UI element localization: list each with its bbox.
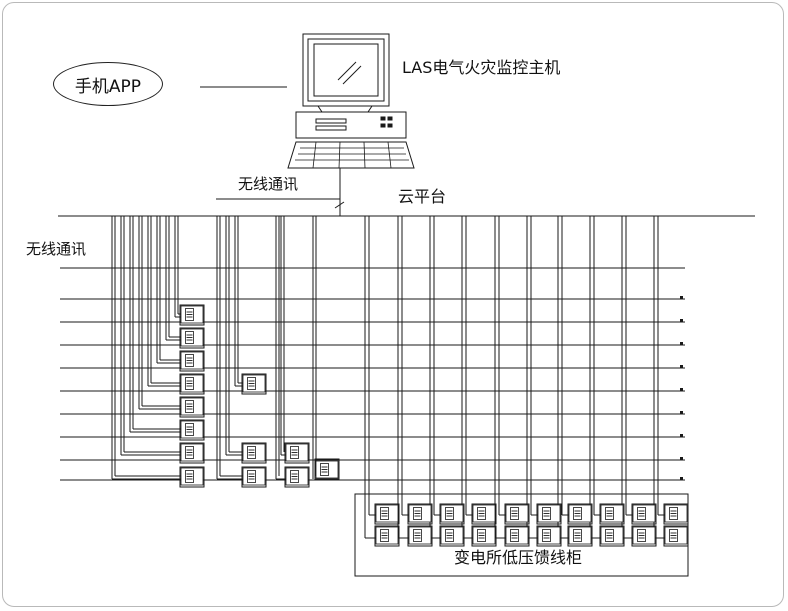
monitor-module-icon <box>664 504 688 523</box>
monitor-module-icon <box>242 374 266 393</box>
monitor-module-icon <box>408 526 432 545</box>
monitor-module-icon <box>180 328 204 347</box>
monitor-module-icon <box>664 526 688 545</box>
monitor-module-icon <box>375 504 399 523</box>
module-frame <box>179 442 205 464</box>
bus-end-dot <box>680 296 683 299</box>
monitor-module-icon <box>180 351 204 370</box>
monitor-module-icon <box>472 504 496 523</box>
monitor-module-icon <box>440 526 464 545</box>
monitor-module-icon <box>242 467 266 486</box>
module-frame <box>536 525 562 547</box>
cloud-platform-label: 云平台 <box>398 187 447 206</box>
host-label: LAS电气火灾监控主机 <box>402 58 561 77</box>
monitor-module-icon <box>375 526 399 545</box>
module-frame <box>439 525 465 547</box>
module-frame <box>567 525 593 547</box>
module-frame <box>407 525 433 547</box>
monitor-module-icon <box>315 460 339 479</box>
wireless-label-top: 无线通讯 <box>238 175 299 193</box>
module-frame <box>536 503 562 525</box>
module-frame <box>284 442 310 464</box>
module-frame <box>439 503 465 525</box>
module-frame <box>504 503 530 525</box>
monitor-module-icon <box>537 526 561 545</box>
monitor-module-icon <box>285 443 309 462</box>
monitor-module-icon <box>180 305 204 324</box>
monitor-module-icon <box>568 504 592 523</box>
monitor-module-icon <box>537 504 561 523</box>
module-frame <box>241 466 267 488</box>
cabinet-label: 变电所低压馈线柜 <box>454 548 583 567</box>
module-frame <box>179 350 205 372</box>
module-frame <box>504 525 530 547</box>
bus-end-dot <box>680 411 683 414</box>
module-frame <box>179 396 205 418</box>
monitor-module-icon <box>242 443 266 462</box>
computer-icon <box>287 33 415 169</box>
monitor-module-icon <box>180 467 204 486</box>
module-frame <box>374 503 400 525</box>
wiring <box>58 86 755 577</box>
monitor-module-icon <box>600 526 624 545</box>
monitor-module-icon <box>568 526 592 545</box>
monitor-module-icon <box>180 420 204 439</box>
bus-end-dot <box>680 434 683 437</box>
module-frame <box>179 373 205 395</box>
module-frame <box>663 503 689 525</box>
module-frame <box>663 525 689 547</box>
monitor-module-icon <box>632 504 656 523</box>
module-frame <box>179 327 205 349</box>
wireless-label-left: 无线通讯 <box>26 240 87 258</box>
module-frame <box>179 304 205 326</box>
module-frame <box>374 525 400 547</box>
module-frame <box>631 503 657 525</box>
monitor-module-icon <box>472 526 496 545</box>
bus-end-dot <box>680 388 683 391</box>
module-frame <box>241 442 267 464</box>
bus-end-dot <box>680 319 683 322</box>
monitor-module-icon <box>440 504 464 523</box>
module-frame <box>179 466 205 488</box>
bus-end-dot <box>680 342 683 345</box>
wireless-tick <box>334 201 345 209</box>
module-frame <box>567 503 593 525</box>
module-frame <box>471 525 497 547</box>
monitor-module-icon <box>505 504 529 523</box>
mobile-app-bubble: 手机APP <box>53 62 163 106</box>
module-layer <box>180 296 688 545</box>
module-frame <box>599 503 625 525</box>
bus-end-dot <box>680 365 683 368</box>
monitor-module-icon <box>180 443 204 462</box>
monitor-module-icon <box>600 504 624 523</box>
module-frame <box>241 373 267 395</box>
module-frame <box>314 458 340 480</box>
bus-end-dot <box>680 477 683 480</box>
module-frame <box>284 466 310 488</box>
module-frame <box>471 503 497 525</box>
monitor-module-icon <box>505 526 529 545</box>
monitor-module-icon <box>285 467 309 486</box>
monitor-module-icon <box>180 397 204 416</box>
module-frame <box>631 525 657 547</box>
module-frame <box>599 525 625 547</box>
monitor-module-icon <box>180 374 204 393</box>
module-frame <box>179 419 205 441</box>
module-frame <box>407 503 433 525</box>
monitor-module-icon <box>408 504 432 523</box>
bus-end-dot <box>680 457 683 460</box>
monitor-module-icon <box>632 526 656 545</box>
